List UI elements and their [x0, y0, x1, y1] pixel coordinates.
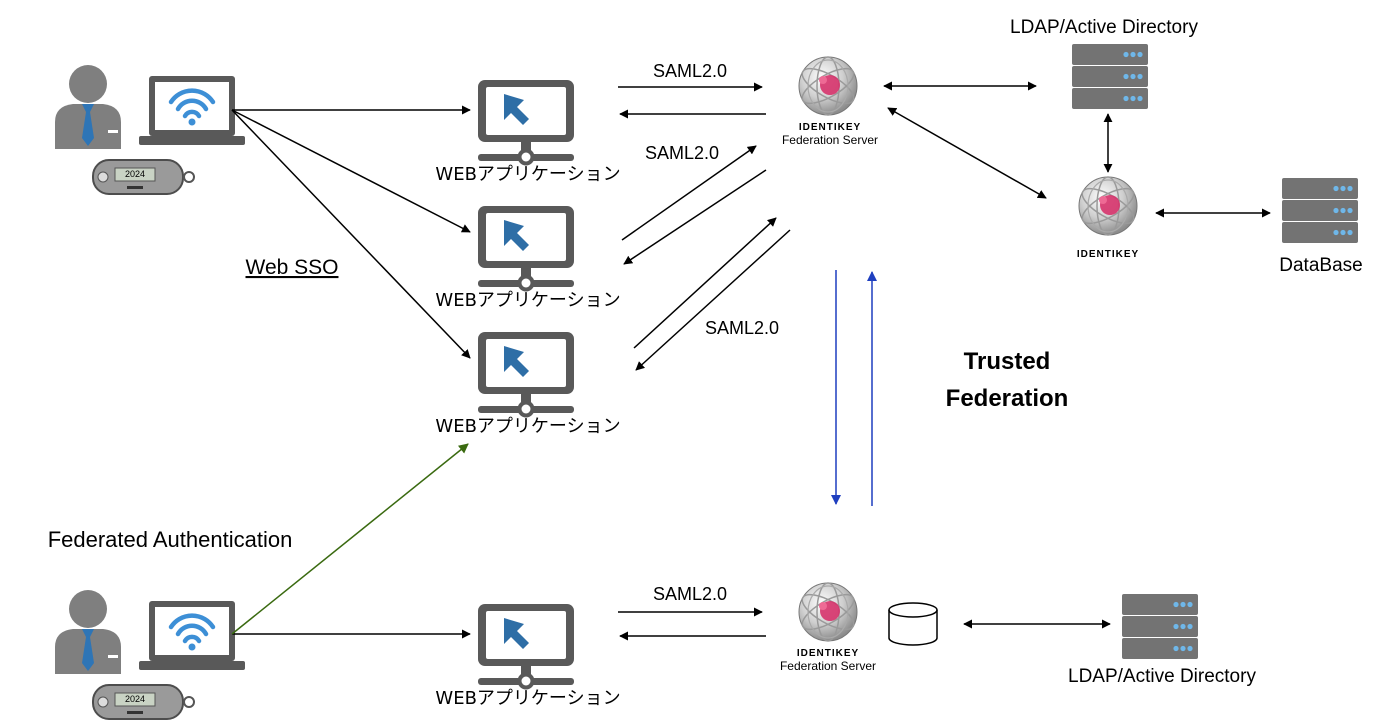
monitor-icon: [478, 206, 574, 292]
federated-auth-arrow: [231, 443, 469, 635]
token-display: 2024: [125, 169, 145, 179]
identikey-sphere-icon: [796, 582, 860, 642]
database-label: DataBase: [1279, 255, 1362, 276]
saml-label: SAML2.0: [653, 61, 727, 81]
web-app-label: WEBアプリケーション: [435, 290, 620, 311]
identikey-label: IDENTIKEY: [799, 122, 861, 133]
arrows: [231, 81, 1271, 641]
server-icon: [1282, 178, 1358, 243]
saml-label: SAML2.0: [705, 318, 779, 338]
federation-server-label: Federation Server: [780, 659, 876, 673]
web-app-label: WEBアプリケーション: [435, 688, 620, 709]
monitor-icon: [478, 80, 574, 166]
user-icon: [55, 65, 245, 194]
trusted-federation-label: Federation: [946, 385, 1069, 412]
web-app-label: WEBアプリケーション: [435, 416, 620, 437]
web-sso-label: Web SSO: [246, 256, 339, 279]
identikey-label: IDENTIKEY: [797, 648, 859, 659]
identikey-sphere-icon: [1076, 176, 1140, 236]
trusted-federation-label: Trusted: [964, 348, 1051, 375]
server-icon: [1072, 44, 1148, 109]
monitor-icon: [478, 604, 574, 690]
federation-server-label: Federation Server: [782, 133, 878, 147]
user-icon: [55, 590, 245, 719]
identikey-sphere-icon: [796, 56, 860, 116]
identikey-label: IDENTIKEY: [1077, 249, 1139, 260]
saml-label: SAML2.0: [653, 584, 727, 604]
ldap-label: LDAP/Active Directory: [1068, 666, 1256, 687]
server-icon: [1122, 594, 1198, 659]
saml-label: SAML2.0: [645, 143, 719, 163]
database-cylinder-icon: [888, 602, 938, 646]
web-app-label: WEBアプリケーション: [435, 164, 620, 185]
token-display: 2024: [125, 694, 145, 704]
ldap-label: LDAP/Active Directory: [1010, 17, 1198, 38]
federated-auth-label: Federated Authentication: [48, 527, 293, 552]
monitor-icon: [478, 332, 574, 418]
